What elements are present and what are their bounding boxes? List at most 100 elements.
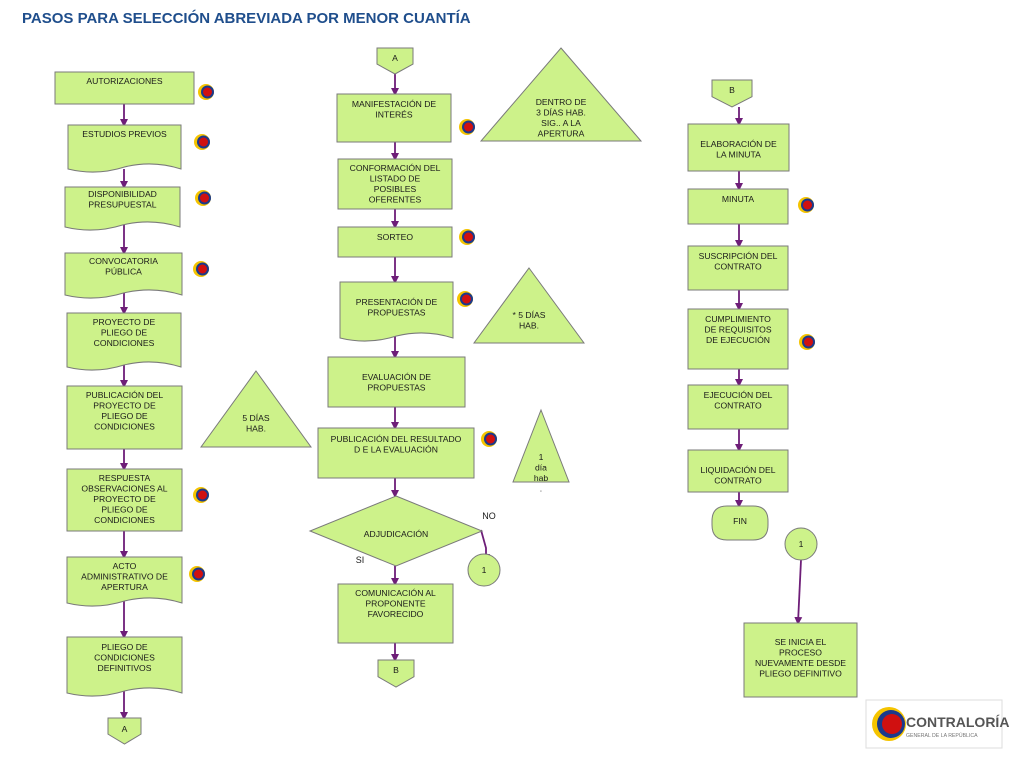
node-shape (64, 252, 183, 299)
page-title: PASOS PARA SELECCIÓN ABREVIADA POR MENOR… (22, 10, 471, 27)
node-shape (107, 717, 142, 745)
flag-badge-icon (198, 84, 214, 100)
node-shape (66, 468, 183, 532)
node-shape (317, 427, 475, 479)
node-autorizaciones: AUTORIZACIONES (54, 71, 195, 105)
node-shape (66, 385, 183, 450)
triangle-shape (473, 267, 585, 344)
node-label: AUTORIZACIONES (86, 76, 163, 86)
triangle-shape (200, 370, 312, 448)
flag-badge-icon (193, 261, 209, 277)
node-shape (339, 281, 454, 342)
node-label: B (729, 85, 735, 95)
node-shape (337, 158, 453, 210)
flag-badge-icon (481, 431, 497, 447)
flag-badge-icon (194, 134, 210, 150)
node-shape (337, 583, 454, 644)
node-label: A (122, 724, 128, 734)
node-shape (327, 356, 466, 408)
node-label: ADJUDICACIÓN (364, 529, 428, 539)
node-label: MINUTA (722, 194, 755, 204)
flag-badge-icon (457, 291, 473, 307)
node-connector-1-right: 1 (784, 527, 818, 561)
logo-subtitle: GENERAL DE LA REPÚBLICA (906, 732, 978, 739)
flag-badge-icon (193, 487, 209, 503)
flag-badge-icon (799, 334, 815, 350)
node-label: ESTUDIOS PREVIOS (82, 129, 167, 139)
flag-badge-icon (459, 229, 475, 245)
node-shape (743, 622, 858, 698)
node-shape (687, 245, 789, 291)
node-fin: FIN (711, 505, 769, 541)
node-label: FIN (733, 516, 747, 526)
flag-badge-icon (189, 566, 205, 582)
node-shape (67, 124, 182, 173)
node-shape (687, 308, 789, 370)
node-shape (687, 449, 789, 493)
flag-badge-icon (459, 119, 475, 135)
node-connector-a-in: A (376, 47, 414, 75)
flag-badge-icon (798, 197, 814, 213)
node-shape (687, 123, 790, 172)
node-connector-a-out: A (107, 717, 142, 745)
node-shape (336, 93, 452, 143)
node-label: B (393, 665, 399, 675)
node-label: SORTEO (377, 232, 413, 242)
node-label: A (392, 53, 398, 63)
flow-arrow (794, 559, 803, 625)
node-shape (337, 226, 453, 258)
decision-shape (308, 495, 484, 567)
triangle-shape (479, 47, 643, 142)
connector-circle (467, 553, 501, 587)
node-connector-b-in: B (711, 79, 753, 108)
node-label: 1 (482, 565, 487, 575)
node-shape (711, 505, 769, 541)
node-shape (66, 636, 183, 697)
node-shape (687, 384, 789, 430)
node-label: 1 (799, 539, 804, 549)
edge-label-si: SI (356, 555, 365, 565)
node-shape (376, 47, 414, 75)
node-minuta: MINUTA (687, 188, 789, 225)
node-shape (54, 71, 195, 105)
node-estudios-previos: ESTUDIOS PREVIOS (67, 124, 182, 173)
